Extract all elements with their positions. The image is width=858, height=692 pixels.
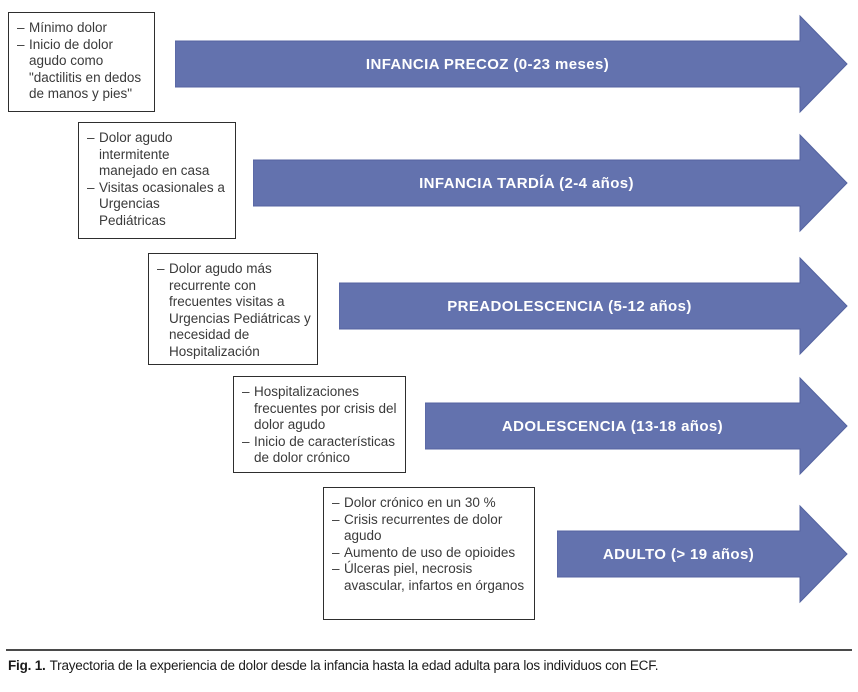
note-list: Dolor agudo más recurrente con frecuente… (157, 261, 311, 361)
note-box-adolescencia: Hospitalizaciones frecuentes por crisis … (233, 376, 406, 473)
arrow-preadolescencia (339, 256, 848, 356)
note-box-infancia-tardia: Dolor agudo intermitente manejado en cas… (78, 122, 236, 239)
note-item: Inicio de características de dolor cróni… (242, 434, 399, 467)
note-item: Dolor crónico en un 30 % (332, 495, 528, 512)
caption-divider (6, 649, 852, 651)
arrow-label-adolescencia: ADOLESCENCIA (13-18 años) (501, 417, 724, 435)
note-item: Crisis recurrentes de dolor agudo (332, 512, 528, 545)
arrow-label-preadolescencia: PREADOLESCENCIA (5-12 años) (447, 297, 692, 315)
note-box-adulto: Dolor crónico en un 30 % Crisis recurren… (323, 487, 535, 620)
note-item: Aumento de uso de opioides (332, 545, 528, 562)
note-list: Dolor agudo intermitente manejado en cas… (87, 130, 229, 230)
arrow-adulto (557, 504, 848, 604)
figure-caption-label: Fig. 1. (8, 658, 46, 673)
figure-caption: Fig. 1.Trayectoria de la experiencia de … (8, 658, 850, 673)
arrow-infancia-tardia (253, 133, 848, 233)
note-item: Dolor agudo más recurrente con frecuente… (157, 261, 311, 361)
note-item: Úlceras piel, necrosis avascular, infart… (332, 561, 528, 594)
arrow-label-infancia-precoz: INFANCIA PRECOZ (0-23 meses) (365, 55, 610, 73)
note-box-infancia-precoz: Mínimo dolor Inicio de dolor agudo como … (8, 12, 155, 112)
arrow-label-adulto: ADULTO (> 19 años) (602, 545, 755, 563)
figure-caption-text: Trayectoria de la experiencia de dolor d… (49, 658, 659, 673)
note-box-preadolescencia: Dolor agudo más recurrente con frecuente… (148, 253, 318, 365)
note-item: Hospitalizaciones frecuentes por crisis … (242, 384, 399, 434)
note-item: Mínimo dolor (17, 20, 148, 37)
note-list: Dolor crónico en un 30 % Crisis recurren… (332, 495, 528, 595)
note-list: Hospitalizaciones frecuentes por crisis … (242, 384, 399, 467)
arrow-label-infancia-tardia: INFANCIA TARDÍA (2-4 años) (419, 174, 634, 192)
note-list: Mínimo dolor Inicio de dolor agudo como … (17, 20, 148, 103)
arrow-adolescencia (425, 376, 848, 476)
note-item: Visitas ocasionales a Urgencias Pediátri… (87, 180, 229, 230)
note-item: Dolor agudo intermitente manejado en cas… (87, 130, 229, 180)
note-item: Inicio de dolor agudo como "dactilitis e… (17, 37, 148, 103)
arrow-infancia-precoz (175, 14, 848, 114)
